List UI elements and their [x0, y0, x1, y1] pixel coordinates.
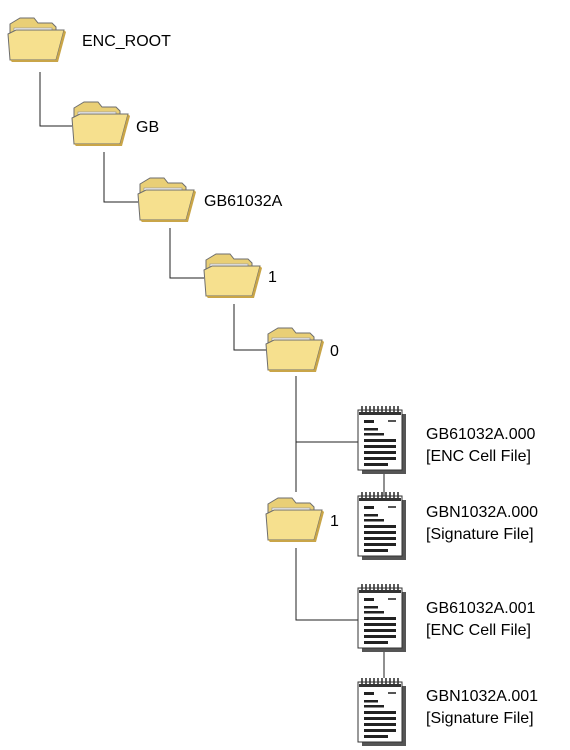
- file-label-gb61032a-000[interactable]: GB61032A.000 [ENC Cell File]: [426, 424, 535, 468]
- file-description: [ENC Cell File]: [426, 448, 531, 465]
- folder-label-0[interactable]: 0: [330, 343, 339, 360]
- document-icon[interactable]: [357, 583, 407, 653]
- folder-label-1b[interactable]: 1: [330, 513, 339, 530]
- document-icon[interactable]: [357, 491, 407, 561]
- folder-icon[interactable]: [265, 327, 325, 373]
- file-description: [ENC Cell File]: [426, 622, 531, 639]
- folder-icon[interactable]: [71, 101, 131, 147]
- file-name: GB61032A.001: [426, 600, 536, 617]
- connector-root-gb: [39, 72, 72, 127]
- connector-gb-gb61032a: [103, 152, 138, 203]
- folder-label-enc-root[interactable]: ENC_ROOT: [82, 33, 171, 50]
- tree-connectors: [39, 72, 385, 678]
- file-name: GBN1032A.000: [426, 504, 539, 521]
- file-name: GB61032A.000: [426, 426, 536, 443]
- file-label-gbn1032a-001[interactable]: GBN1032A.001 [Signature File]: [426, 686, 538, 730]
- connector-1b-file3: [295, 548, 358, 621]
- document-icon[interactable]: [357, 677, 407, 747]
- connector-1-0: [233, 304, 266, 351]
- folder-label-gb[interactable]: GB: [136, 119, 160, 136]
- file-name: GBN1032A.001: [426, 688, 539, 705]
- file-label-gb61032a-001[interactable]: GB61032A.001 [ENC Cell File]: [426, 598, 535, 642]
- folder-icon[interactable]: [7, 17, 67, 63]
- folder-icon[interactable]: [265, 497, 325, 543]
- file-description: [Signature File]: [426, 526, 534, 543]
- connector-0-children: [295, 376, 358, 443]
- document-icon[interactable]: [357, 405, 407, 475]
- folder-label-1[interactable]: 1: [268, 269, 277, 286]
- file-description: [Signature File]: [426, 710, 534, 727]
- folder-label-gb61032a[interactable]: GB61032A: [204, 193, 283, 210]
- folder-icon[interactable]: [137, 177, 197, 223]
- connector-gb61032a-1: [169, 228, 204, 279]
- folder-icon[interactable]: [203, 253, 263, 299]
- file-label-gbn1032a-000[interactable]: GBN1032A.000 [Signature File]: [426, 502, 538, 546]
